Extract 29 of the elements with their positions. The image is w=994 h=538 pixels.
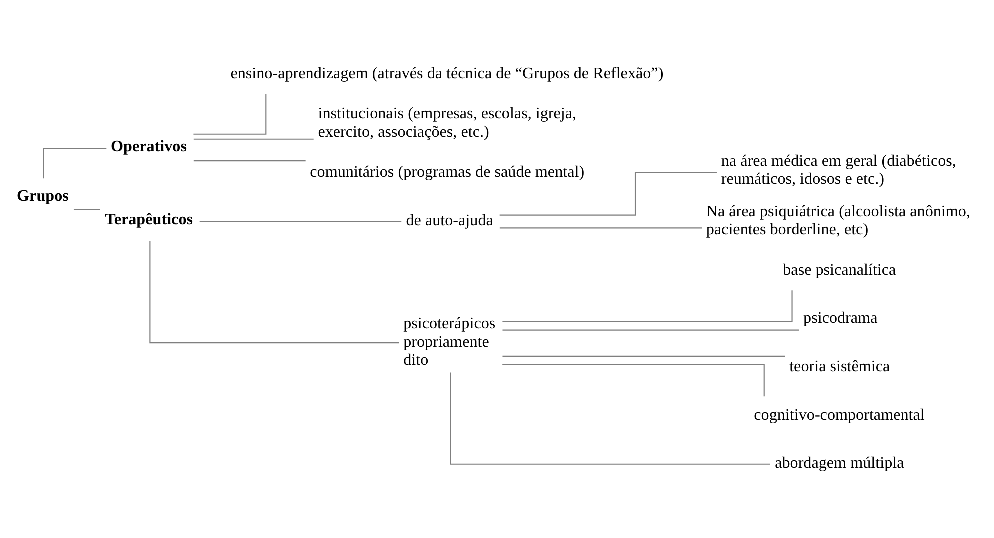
node-text: teoria sistêmica <box>790 358 890 375</box>
node-text: institucionais (empresas, escolas, igreja, exercito, associações, etc.) <box>318 105 577 140</box>
node-text: de auto-ajuda <box>406 212 494 229</box>
node-text: Terapêuticos <box>105 210 194 228</box>
connector <box>500 227 702 228</box>
connector <box>43 148 107 178</box>
connector <box>450 372 770 464</box>
connector <box>74 208 100 210</box>
node-text: Operativos <box>111 138 187 155</box>
node-text: na área médica em geral (diabéticos, reumáticos, idosos e etc.) <box>721 152 956 188</box>
node-text: abordagem múltipla <box>775 454 904 472</box>
node-text: cognitivo-comportamental <box>754 406 925 424</box>
connector <box>194 94 267 134</box>
connector <box>500 172 717 216</box>
node-text: ensino-aprendizagem (através da técnica de “Grupos de Reflexão”) <box>230 64 664 82</box>
connector <box>200 220 402 222</box>
node-text: comunitários (programas de saúde mental) <box>310 164 585 181</box>
node-text: psicodrama <box>804 310 878 327</box>
connector <box>502 290 793 322</box>
node-text: psicoterápicos propriamente dito <box>404 315 496 369</box>
connector <box>194 138 314 140</box>
node-text: Na área psiquiátrica (alcoolista anônimo, pacientes borderline, etc) <box>706 202 970 238</box>
connector <box>194 160 306 162</box>
connector <box>502 355 786 356</box>
node-text: Grupos <box>17 187 69 204</box>
connector <box>502 329 800 330</box>
connector <box>150 240 400 344</box>
connector <box>502 363 765 396</box>
node-text: base psicanalítica <box>783 261 896 278</box>
